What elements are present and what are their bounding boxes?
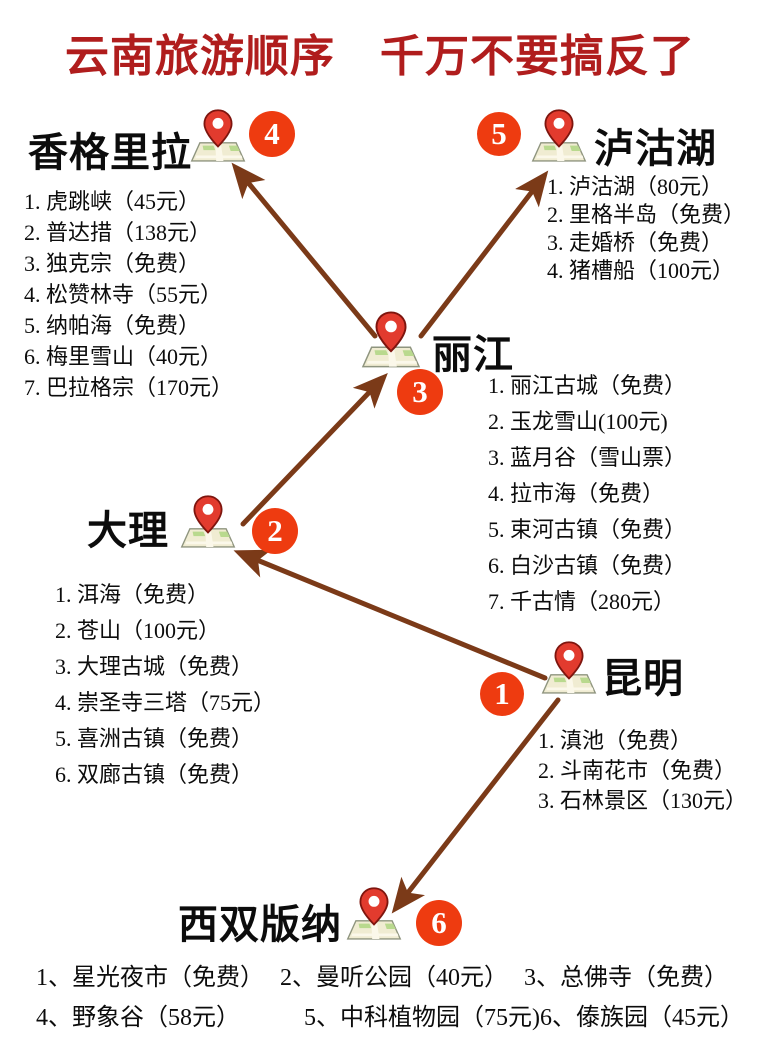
arrow-kunming-to-dali <box>233 549 548 681</box>
attraction-item: 5. 束河古镇（免费） <box>488 517 687 542</box>
location-name-shangrila: 香格里拉 <box>28 130 192 175</box>
attraction-list-shangrila: 1. 虎跳峡（45元） 2. 普达措（138元） 3. 独克宗（免费） 4. 松… <box>24 186 233 403</box>
attraction-item: 2、曼听公园（40元） <box>280 965 508 991</box>
attraction-item: 6. 双廊古镇（免费） <box>55 762 254 787</box>
attraction-item: 6. 梅里雪山（40元） <box>24 344 223 369</box>
attraction-item: 1. 虎跳峡（45元） <box>24 189 201 214</box>
attraction-item: 4. 崇圣寺三塔（75元） <box>55 690 276 715</box>
attraction-item: 3. 走婚桥（免费） <box>547 230 724 255</box>
attraction-item: 5、中科植物园（75元) <box>304 1005 540 1031</box>
attraction-item: 1. 丽江古城（免费） <box>488 373 687 398</box>
order-badge-lijiang: 3 <box>397 369 443 415</box>
attraction-item: 4. 猪槽船（100元） <box>547 258 735 283</box>
attraction-item: 2. 玉龙雪山(100元) <box>488 409 668 434</box>
arrow-lijiang-to-lugu <box>418 170 549 339</box>
attraction-item: 6. 白沙古镇（免费） <box>488 553 687 578</box>
attraction-item: 1. 洱海（免费） <box>55 582 210 607</box>
map-pin-icon-lijiang <box>360 310 422 376</box>
map-pin-icon-dali <box>179 494 237 556</box>
attraction-item: 1、星光夜市（免费） <box>36 965 264 991</box>
attraction-item: 4、野象谷（58元） <box>36 1005 240 1031</box>
map-pin-icon-kunming <box>540 640 598 702</box>
attraction-item: 7. 千古情（280元） <box>488 589 676 614</box>
attraction-item: 5. 纳帕海（免费） <box>24 313 201 338</box>
order-badge-shangrila: 4 <box>249 111 295 157</box>
map-pin-icon-xishuangbanna <box>345 886 403 948</box>
attraction-item: 3. 蓝月谷（雪山票） <box>488 445 687 470</box>
attraction-item: 2. 苍山（100元） <box>55 618 221 643</box>
attraction-list-lijiang: 1. 丽江古城（免费） 2. 玉龙雪山(100元) 3. 蓝月谷（雪山票） 4.… <box>488 368 686 620</box>
location-name-dali: 大理 <box>87 508 169 553</box>
arrow-lijiang-to-shangrila <box>231 162 378 339</box>
attraction-item: 3. 独克宗（免费） <box>24 251 201 276</box>
arrow-kunming-to-xishuangbanna <box>391 697 561 914</box>
attraction-item: 4. 拉市海（免费） <box>488 481 665 506</box>
attraction-item: 2. 斗南花市（免费） <box>538 758 737 783</box>
xishuangbanna-attractions-row1: 1、星光夜市（免费） 2、曼听公园（40元） 3、总佛寺（免费） <box>36 957 728 992</box>
location-name-lijiang: 丽江 <box>432 332 514 377</box>
attraction-item: 5. 喜洲古镇（免费） <box>55 726 254 751</box>
page-title: 云南旅游顺序 千万不要搞反了 <box>65 32 695 81</box>
attraction-list-lugu: 1. 泸沽湖（80元） 2. 里格半岛（免费） 3. 走婚桥（免费） 4. 猪槽… <box>547 173 745 285</box>
map-pin-icon-lugu <box>530 108 588 170</box>
location-name-xishuangbanna: 西双版纳 <box>178 902 342 947</box>
arrow-dali-to-lijiang <box>240 372 388 527</box>
order-badge-dali: 2 <box>252 508 298 554</box>
location-name-lugu: 泸沽湖 <box>594 126 717 171</box>
order-badge-xishuangbanna: 6 <box>416 900 462 946</box>
attraction-item: 3、总佛寺（免费） <box>524 965 728 991</box>
attraction-item: 3. 大理古城（免费） <box>55 654 254 679</box>
attraction-item: 4. 松赞林寺（55元） <box>24 282 223 307</box>
attraction-item: 3. 石林景区（130元） <box>538 788 748 813</box>
order-badge-lugu: 5 <box>477 112 521 156</box>
attraction-item: 2. 里格半岛（免费） <box>547 202 746 227</box>
xishuangbanna-attractions-row2: 4、野象谷（58元） 5、中科植物园（75元) 6、傣族园（45元） <box>36 997 744 1032</box>
attraction-list-kunming: 1. 滇池（免费） 2. 斗南花市（免费） 3. 石林景区（130元） <box>538 726 747 816</box>
attraction-list-dali: 1. 洱海（免费） 2. 苍山（100元） 3. 大理古城（免费） 4. 崇圣寺… <box>55 577 275 793</box>
attraction-item: 1. 滇池（免费） <box>538 728 693 753</box>
attraction-item: 6、傣族园（45元） <box>540 1005 744 1031</box>
map-pin-icon-shangrila <box>189 108 247 170</box>
attraction-item: 7. 巴拉格宗（170元） <box>24 375 234 400</box>
attraction-item: 1. 泸沽湖（80元） <box>547 174 724 199</box>
order-badge-kunming: 1 <box>480 672 524 716</box>
location-name-kunming: 昆明 <box>602 656 684 701</box>
attraction-item: 2. 普达措（138元） <box>24 220 212 245</box>
